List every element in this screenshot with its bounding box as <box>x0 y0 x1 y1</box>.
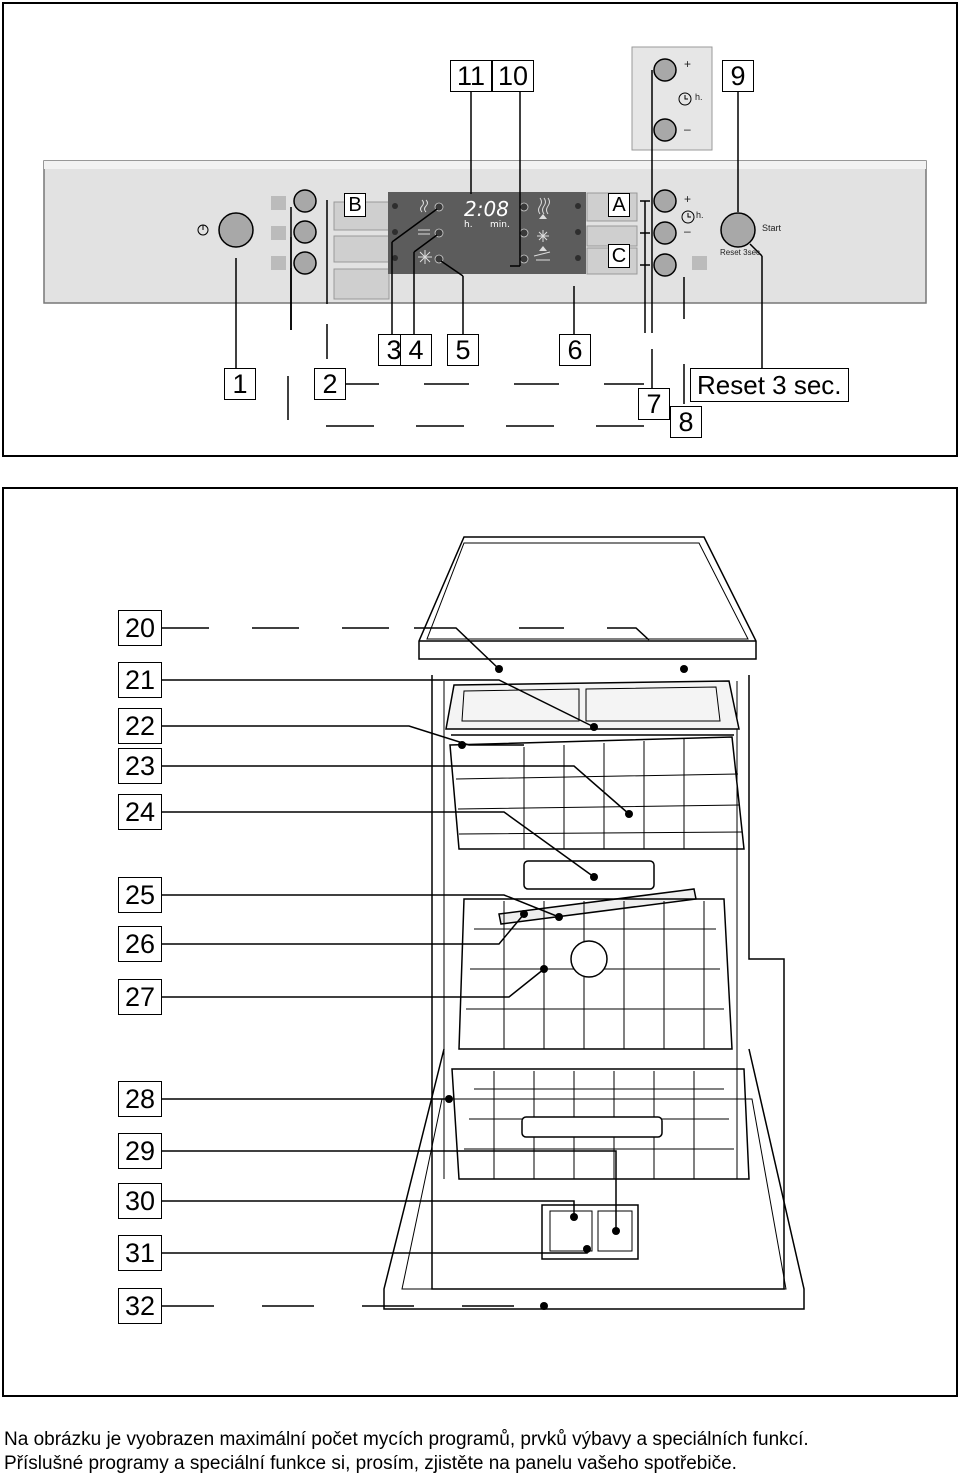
display-hours-unit: h. <box>464 220 473 230</box>
salt-refill-icon <box>420 199 428 213</box>
callout-30: 30 <box>118 1183 162 1219</box>
letter-c: C <box>608 244 630 268</box>
timer-minus-sign: – <box>684 122 691 136</box>
callout-4: 4 <box>400 334 432 366</box>
start-label: Start <box>762 223 782 233</box>
callout-1: 1 <box>224 368 256 400</box>
reset-small-label: Reset 3sec <box>720 248 761 257</box>
callout-22: 22 <box>118 708 162 744</box>
panel-plus-button <box>653 189 677 213</box>
callout-10: 10 <box>492 60 534 92</box>
power-button <box>218 212 254 248</box>
panel-plus-sign: + <box>684 192 692 206</box>
callout-9: 9 <box>722 60 754 92</box>
reset-button <box>653 253 677 277</box>
display-minutes-unit: min. <box>490 220 510 230</box>
rinse-aid-icon <box>418 229 430 235</box>
program-button-1 <box>293 189 317 213</box>
callout-6: 6 <box>559 334 591 366</box>
control-panel-drawing <box>43 46 927 427</box>
dry-icon <box>537 230 549 242</box>
callout-5: 5 <box>447 334 479 366</box>
caption-line-2: Příslušné programy a speciální funkce si… <box>4 1453 737 1474</box>
program-button-2 <box>293 220 317 244</box>
program-button-3 <box>293 251 317 275</box>
clock-icon <box>678 92 692 106</box>
timer-plus-button <box>653 58 677 82</box>
panel-hours-unit: h. <box>696 210 704 220</box>
letter-b: B <box>344 193 366 217</box>
start-button <box>720 212 756 248</box>
caption: Na obrázku je vyobrazen maximální počet … <box>4 1428 954 1476</box>
caption-line-1: Na obrázku je vyobrazen maximální počet … <box>4 1429 809 1450</box>
display-time: 2:08 <box>464 197 509 221</box>
callout-8: 8 <box>670 406 702 438</box>
panel-minus-sign: – <box>684 224 691 238</box>
leader-dots <box>445 665 688 1310</box>
callout-20: 20 <box>118 610 162 646</box>
timer-plus-sign: + <box>684 57 692 71</box>
timer-minus-button <box>653 118 677 142</box>
dishwasher-drawing <box>162 536 805 1310</box>
callout-29: 29 <box>118 1133 162 1169</box>
control-panel-figure: 2:08 h. min. + h. – + h. – Start Reset 3… <box>2 2 958 457</box>
callout-32: 32 <box>118 1288 162 1324</box>
callout-24: 24 <box>118 794 162 830</box>
clock-icon-2 <box>681 210 695 224</box>
callout-25: 25 <box>118 877 162 913</box>
callout-27: 27 <box>118 979 162 1015</box>
panel-leader-lines <box>235 70 763 427</box>
callout-2: 2 <box>314 368 346 400</box>
sparkle-icon <box>418 250 432 264</box>
callout-11: 11 <box>450 60 492 92</box>
callout-28: 28 <box>118 1081 162 1117</box>
heat-icon <box>538 197 550 215</box>
dishwasher-figure: 20 21 22 23 24 25 26 27 28 29 30 31 32 <box>2 487 958 1397</box>
callout-26: 26 <box>118 926 162 962</box>
callout-31: 31 <box>118 1235 162 1271</box>
callout-21: 21 <box>118 662 162 698</box>
machine-leader-lines <box>162 627 650 1307</box>
reset-callout: Reset 3 sec. <box>690 368 849 402</box>
timer-hours-unit: h. <box>695 92 703 102</box>
spray-icon <box>533 251 551 261</box>
callout-7: 7 <box>638 388 670 420</box>
callout-23: 23 <box>118 748 162 784</box>
letter-a: A <box>608 193 630 217</box>
panel-minus-button <box>653 221 677 245</box>
